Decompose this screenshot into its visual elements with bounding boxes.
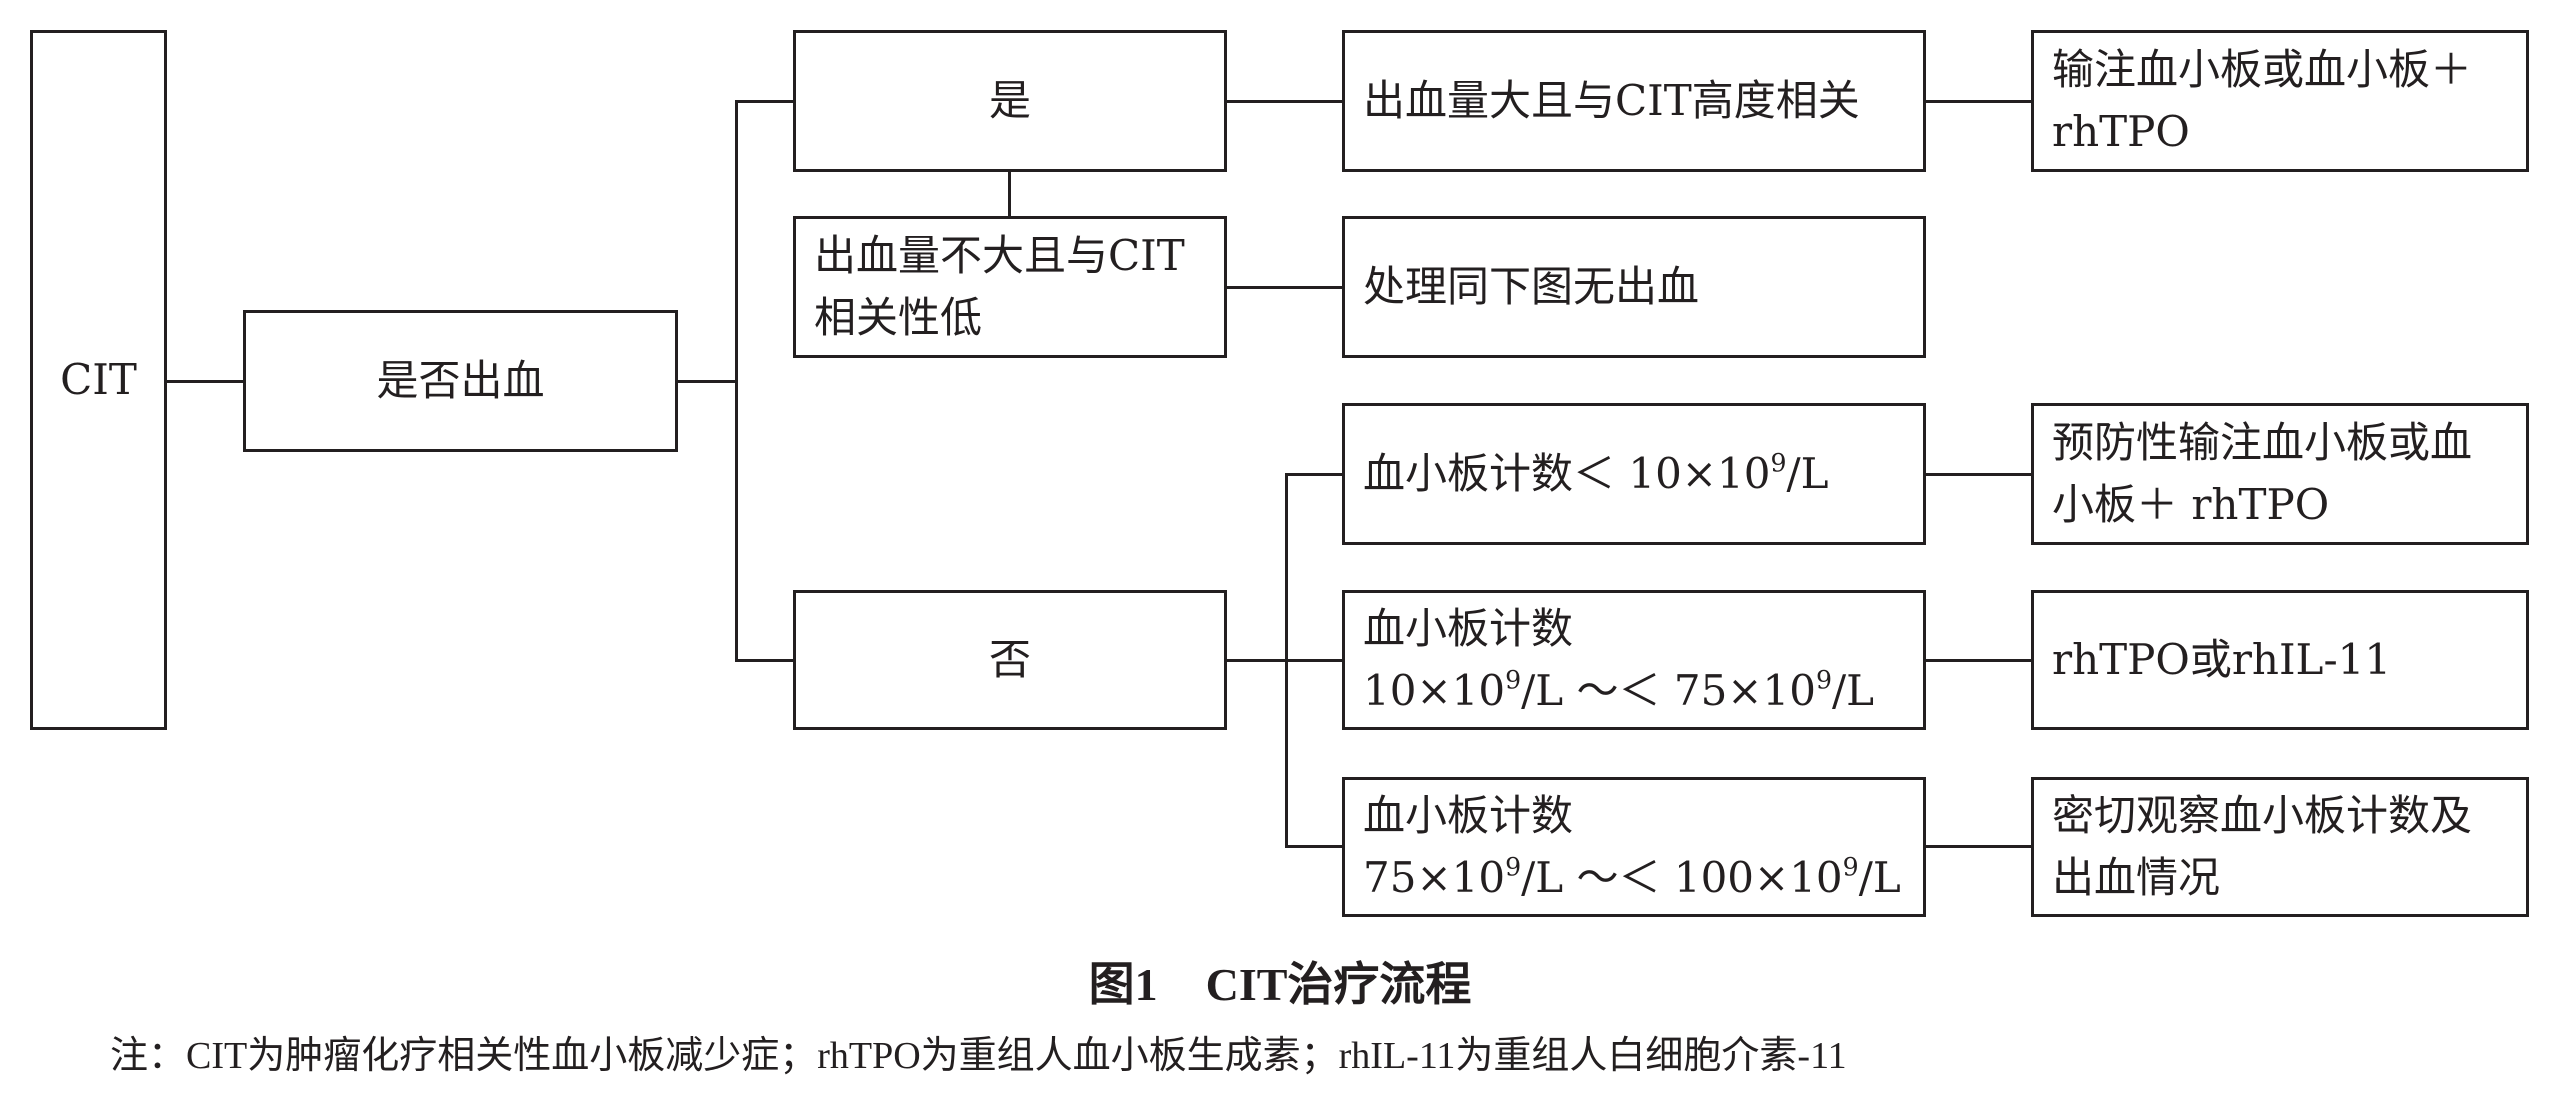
connector-yes-low: [1227, 286, 1342, 289]
75-100-treatment-line2: 出血情况: [2052, 853, 2221, 902]
platelet-10-75-title: 血小板计数: [1363, 604, 1574, 653]
connector-no-out: [1227, 659, 1285, 662]
figure-title: CIT治疗流程: [1205, 959, 1472, 1010]
connector-no-10-75: [1285, 659, 1342, 662]
connector-to-yes: [735, 100, 793, 103]
yes-high-treatment-line2: rhTPO: [2052, 107, 2190, 156]
10-75-treatment-label: rhTPO或rhIL-11: [2052, 635, 2392, 684]
connector-10-75-treatment: [1926, 659, 2031, 662]
platelet-10-75-box: 血小板计数 10×109/L ～＜ 75×109/L: [1342, 590, 1926, 730]
figure-note: 注：CIT为肿瘤化疗相关性血小板减少症；rhTPO为重组人血小板生成素；rhIL…: [110, 1035, 1847, 1077]
bleeding-question-box: 是否出血: [243, 310, 678, 452]
connector-no-75-100: [1285, 845, 1342, 848]
yes-low-bleeding-line1: 出血量不大且与CIT: [814, 231, 1185, 280]
yes-low-bleeding-line2: 相关性低: [814, 293, 983, 342]
yes-low-treatment-label: 处理同下图无出血: [1363, 262, 1700, 311]
platelet-75-100-title: 血小板计数: [1363, 791, 1574, 840]
yes-label: 是: [988, 76, 1031, 125]
lt10-treatment-line2: 小板＋ rhTPO: [2052, 480, 2330, 529]
lt10-treatment-box: 预防性输注血小板或血 小板＋ rhTPO: [2031, 403, 2529, 545]
no-box: 否: [793, 590, 1227, 730]
75-100-treatment-line1: 密切观察血小板计数及: [2052, 791, 2473, 840]
connector-root-question: [167, 380, 243, 383]
connector-yes-no-trunk: [735, 100, 738, 662]
cit-root-label: CIT: [60, 355, 137, 404]
yes-high-treatment-box: 输注血小板或血小板＋ rhTPO: [2031, 30, 2529, 172]
connector-yes-to-low: [1008, 172, 1011, 216]
connector-to-no: [735, 659, 793, 662]
connector-yes-high: [1227, 100, 1342, 103]
yes-high-treatment-line1: 输注血小板或血小板＋: [2052, 45, 2473, 94]
platelet-75-100-range: 75×109/L ～＜ 100×109/L: [1363, 852, 1901, 902]
connector-no-lt10: [1285, 473, 1342, 476]
figure-label: 图1: [1088, 959, 1158, 1010]
connector-lt10-treatment: [1926, 473, 2031, 476]
platelet-10-75-range: 10×109/L ～＜ 75×109/L: [1363, 665, 1875, 715]
connector-75-100-treatment: [1926, 845, 2031, 848]
bleeding-question-label: 是否出血: [376, 356, 545, 405]
75-100-treatment-box: 密切观察血小板计数及 出血情况: [2031, 777, 2529, 917]
yes-low-bleeding-box: 出血量不大且与CIT 相关性低: [793, 216, 1227, 358]
platelet-lt10-label: 血小板计数＜ 10×109/L: [1363, 448, 1829, 498]
no-label: 否: [988, 635, 1031, 684]
10-75-treatment-box: rhTPO或rhIL-11: [2031, 590, 2529, 730]
yes-low-treatment-box: 处理同下图无出血: [1342, 216, 1926, 358]
yes-high-bleeding-box: 出血量大且与CIT高度相关: [1342, 30, 1926, 172]
connector-question-branch: [678, 380, 735, 383]
platelet-75-100-box: 血小板计数 75×109/L ～＜ 100×109/L: [1342, 777, 1926, 917]
platelet-lt10-box: 血小板计数＜ 10×109/L: [1342, 403, 1926, 545]
yes-box: 是: [793, 30, 1227, 172]
figure-caption: 图1 CIT治疗流程: [0, 955, 2560, 1015]
cit-root-box: CIT: [30, 30, 167, 730]
yes-high-bleeding-label: 出血量大且与CIT高度相关: [1363, 76, 1860, 125]
lt10-treatment-line1: 预防性输注血小板或血: [2052, 418, 2473, 467]
connector-yes-high-treatment: [1926, 100, 2031, 103]
